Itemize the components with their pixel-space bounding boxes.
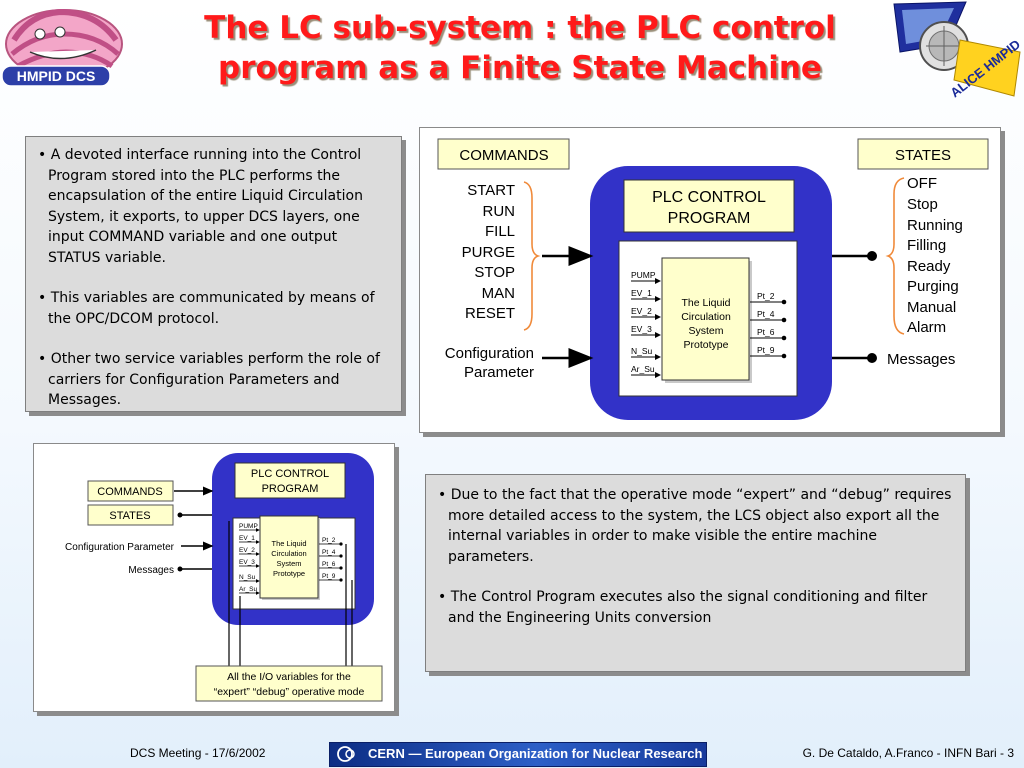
chip-inputs: PUMP EV_1 EV_2 EV_3 N_Su Ar_Su [631, 270, 661, 378]
chip-outputs: Pt_2 Pt_4 Pt_6 Pt_9 [750, 291, 787, 359]
messages-dot-small [177, 566, 183, 572]
chip-output-pt2: Pt_2 [757, 291, 775, 301]
states-output-dot [867, 251, 877, 261]
svg-text:COMMANDS: COMMANDS [97, 486, 162, 498]
states-box-small: STATES [87, 504, 174, 526]
svg-text:COMMANDS: COMMANDS [459, 147, 548, 164]
chip-small-inputs: PUMP EV_1 EV_2 EV_3 N_Su Ar_Su [239, 523, 260, 595]
command-man: MAN [482, 285, 515, 302]
cern-banner-text: CERN — European Organization for Nuclear… [368, 746, 703, 761]
messages-label: Messages [887, 351, 955, 368]
expert-mode-diagram: PLC CONTROL PROGRAM The Liquid Circulati… [33, 443, 395, 712]
footer-authors: G. De Cataldo, A.Franco - INFN Bari - 3 [802, 746, 1014, 760]
command-fill: FILL [485, 223, 515, 240]
chip-input-ev2: EV_2 [631, 306, 652, 316]
chip-output-pt9: Pt_9 [757, 345, 775, 355]
chip-small-label-3: System [276, 559, 301, 568]
svg-text:STATES: STATES [895, 147, 951, 164]
chip-input-ev1: EV_1 [631, 288, 652, 298]
hmpid-dcs-logo: HMPID DCS [1, 8, 123, 87]
state-list: OFF Stop Running Filling Ready Purging M… [907, 175, 963, 336]
chip-input-ev3: EV_3 [631, 324, 652, 334]
liquid-circulation-chip [661, 257, 750, 381]
svg-text:PLC CONTROL: PLC CONTROL [251, 468, 329, 480]
chip-output-pt4: Pt_4 [757, 309, 775, 319]
plc-program-label: PLC CONTROL PROGRAM [623, 179, 795, 233]
chip-input-arsu: Ar_Su [631, 364, 655, 374]
config-param-label-2: Parameter [464, 364, 534, 381]
expert-bullet-1: Due to the fact that the operative mode … [438, 485, 955, 567]
command-purge: PURGE [462, 244, 515, 261]
intro-text-panel: A devoted interface running into the Con… [25, 136, 402, 412]
states-bracket [885, 177, 905, 335]
chip-input-pump: PUMP [631, 270, 656, 280]
chip-label-1: The Liquid [681, 297, 730, 309]
state-manual: Manual [907, 299, 956, 316]
svg-text:STATES: STATES [109, 510, 150, 522]
chip-label-4: Prototype [684, 339, 729, 351]
fsm-diagram: COMMANDS STATES PLC CONTROL PROGRAM The … [419, 127, 1001, 433]
svg-text:N_Su: N_Su [239, 574, 256, 581]
states-dot-small [177, 512, 183, 518]
svg-text:“expert” “debug” operative mod: “expert” “debug” operative mode [214, 686, 365, 698]
state-ready: Ready [907, 258, 951, 275]
states-header: STATES [857, 138, 989, 170]
command-reset: RESET [465, 305, 515, 322]
state-filling: Filling [907, 237, 946, 254]
cern-banner: CERN — European Organization for Nuclear… [329, 742, 707, 767]
chip-small-label-4: Prototype [273, 569, 305, 578]
svg-text:EV_3: EV_3 [239, 559, 255, 566]
expert-bullet-2: The Control Program executes also the si… [438, 587, 955, 628]
expert-io-note: All the I/O variables for the “expert” “… [195, 665, 383, 702]
chip-small-outputs: Pt_2 Pt_4 Pt_6 Pt_9 [319, 537, 343, 582]
state-alarm: Alarm [907, 319, 946, 336]
command-list: START RUN FILL PURGE STOP MAN RESET [462, 182, 515, 322]
chip-small-label-2: Circulation [271, 549, 306, 558]
chip-input-nsu: N_Su [631, 346, 653, 356]
state-running: Running [907, 217, 963, 234]
svg-text:Pt_9: Pt_9 [322, 573, 336, 580]
config-param-label-small: Configuration Parameter [65, 542, 175, 553]
svg-text:Pt_2: Pt_2 [322, 537, 336, 544]
command-start: START [467, 182, 515, 199]
chip-label-2: Circulation [681, 311, 731, 323]
svg-text:Pt_6: Pt_6 [322, 561, 336, 568]
intro-bullet-3: Other two service variables perform the … [38, 349, 391, 411]
svg-text:PROGRAM: PROGRAM [262, 483, 319, 495]
cern-icon [337, 746, 355, 762]
svg-text:Pt_4: Pt_4 [322, 549, 336, 556]
svg-text:PLC CONTROL: PLC CONTROL [652, 189, 766, 206]
state-off: OFF [907, 175, 937, 192]
command-run: RUN [483, 203, 516, 220]
messages-label-small: Messages [128, 565, 174, 576]
expert-io-lines [228, 521, 353, 666]
intro-bullet-2: This variables are communicated by means… [38, 288, 391, 329]
svg-text:Ar_Su: Ar_Su [239, 586, 257, 593]
expert-text-panel: Due to the fact that the operative mode … [425, 474, 966, 672]
intro-bullet-1: A devoted interface running into the Con… [38, 145, 391, 268]
svg-text:PROGRAM: PROGRAM [668, 210, 751, 227]
command-stop: STOP [474, 264, 515, 281]
config-param-label-1: Configuration [445, 345, 534, 362]
state-stop: Stop [907, 196, 938, 213]
logo-left-text: HMPID DCS [17, 68, 96, 84]
state-purging: Purging [907, 278, 959, 295]
commands-box-small: COMMANDS [87, 480, 174, 502]
commands-header: COMMANDS [437, 138, 570, 170]
svg-text:EV_1: EV_1 [239, 535, 255, 542]
footer-meeting: DCS Meeting - 17/6/2002 [130, 746, 266, 760]
chip-label-3: System [688, 325, 723, 337]
commands-bracket [523, 181, 541, 331]
chip-output-pt6: Pt_6 [757, 327, 775, 337]
liquid-circulation-chip-small [259, 515, 319, 599]
page-title: The LC sub-system : the PLC control prog… [204, 10, 836, 86]
plc-program-label-small: PLC CONTROL PROGRAM [234, 462, 346, 499]
svg-text:PUMP: PUMP [239, 523, 258, 530]
messages-output-dot [867, 353, 877, 363]
chip-small-label-1: The Liquid [271, 539, 306, 548]
svg-text:EV_2: EV_2 [239, 547, 255, 554]
svg-text:All the I/O variables for the: All the I/O variables for the [227, 671, 351, 683]
alice-hmpid-logo: ALICE HMPID [893, 1, 1023, 100]
